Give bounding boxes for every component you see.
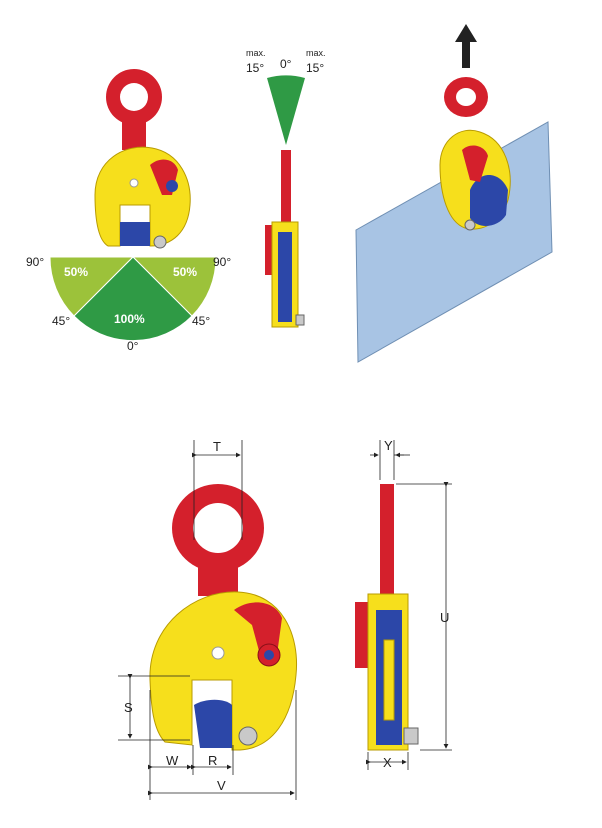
dim-X: X [383, 755, 392, 770]
load-angle-chart: 50% 50% 100% 90° 90° 45° 45° 0° [26, 255, 231, 353]
sector-center-100 [73, 256, 193, 342]
tilt-center-value: 0° [280, 57, 292, 71]
lift-arrow-icon [455, 24, 477, 68]
tilt-right-max: max. [306, 48, 326, 58]
dim-W: W [166, 753, 179, 768]
label-left-45: 45° [52, 314, 70, 328]
tilt-sector [267, 75, 305, 145]
clamp-front-small [94, 69, 191, 249]
dim-T: T [213, 439, 221, 454]
dim-V: V [217, 778, 226, 793]
side-tilt-diagram: max. 15° 0° max. 15° [246, 48, 326, 328]
dim-Y: Y [384, 438, 393, 453]
clamp-side-dimensions: Y U X [355, 438, 452, 770]
dim-R: R [208, 753, 217, 768]
clamp-on-plate-diagram [355, 24, 553, 363]
capacity-center: 100% [114, 312, 145, 326]
label-right-90: 90° [213, 255, 231, 269]
sector-right-50 [131, 256, 217, 317]
sector-left-50 [49, 256, 135, 317]
tilt-left-max: max. [246, 48, 266, 58]
tilt-right-value: 15° [306, 61, 324, 75]
dim-U: U [440, 610, 449, 625]
label-bottom-0: 0° [127, 339, 139, 353]
capacity-right: 50% [173, 265, 197, 279]
tilt-left-value: 15° [246, 61, 264, 75]
clamp-front-dimensions: T S W R V [118, 439, 298, 800]
label-right-45: 45° [192, 314, 210, 328]
capacity-left: 50% [64, 265, 88, 279]
dim-S: S [124, 700, 133, 715]
label-left-90: 90° [26, 255, 44, 269]
